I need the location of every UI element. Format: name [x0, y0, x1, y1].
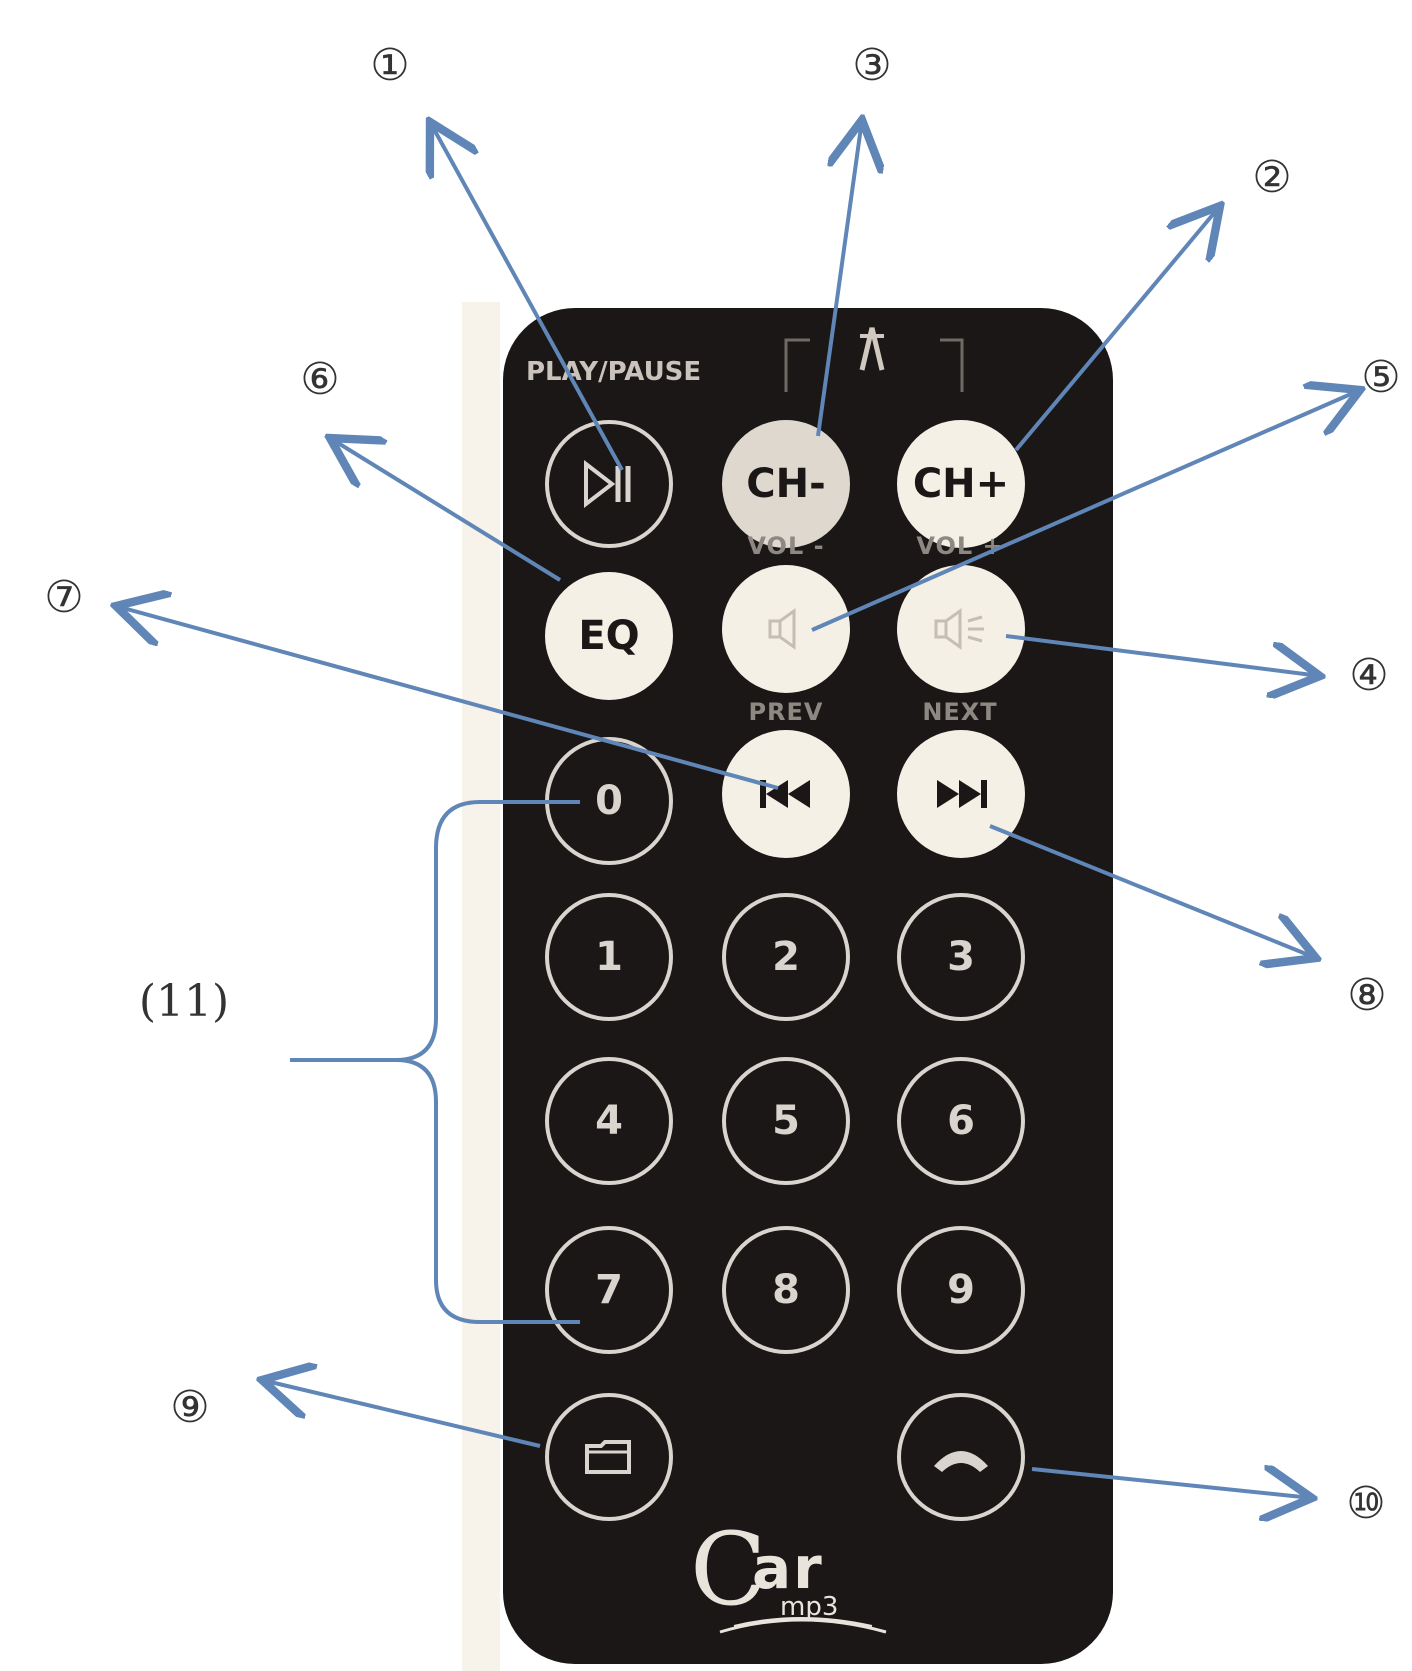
digit-6-button[interactable]: 6 [897, 1057, 1025, 1185]
vol-minus-caption: VOL - [747, 532, 825, 560]
digit-8-button[interactable]: 8 [722, 1226, 850, 1354]
arrow-5 [811, 390, 1360, 632]
brand-mp3: mp3 [780, 1592, 839, 1622]
folder-button[interactable] [545, 1393, 673, 1521]
callout-10: ⑩ [1346, 1478, 1386, 1529]
digit-7-button[interactable]: 7 [545, 1226, 673, 1354]
vol-plus-caption: VOL + [916, 532, 1004, 560]
digit-3-button[interactable]: 3 [897, 893, 1025, 1021]
arrow-1 [430, 122, 624, 471]
digit-9-button[interactable]: 9 [897, 1226, 1025, 1354]
play-pause-caption: PLAY/PAUSE [526, 357, 702, 387]
callout-1: ① [370, 40, 410, 91]
ch-minus-button[interactable]: CH- [722, 420, 850, 548]
next-button[interactable] [897, 730, 1025, 858]
callout-2: ② [1252, 152, 1292, 203]
callout-6: ⑥ [300, 354, 340, 405]
ch-plus-button[interactable]: CH+ [897, 420, 1025, 548]
volume-down-icon [768, 608, 796, 650]
arrow-10 [1031, 1469, 1312, 1498]
volume-up-icon [934, 608, 984, 650]
digit-1-button[interactable]: 1 [545, 893, 673, 1021]
hang-up-icon [934, 1451, 988, 1472]
digit-5-button[interactable]: 5 [722, 1057, 850, 1185]
play-pause-icon [584, 459, 631, 509]
prev-caption: PREV [748, 698, 824, 726]
arrow-8 [989, 824, 1316, 958]
arrow-2 [1014, 206, 1220, 452]
vol-plus-button[interactable] [897, 565, 1025, 693]
prev-button[interactable] [722, 730, 850, 858]
vol-minus-button[interactable] [722, 565, 850, 693]
folder-icon [585, 1440, 631, 1474]
car-mp3-logo: C ar mp3 [690, 1520, 910, 1640]
hang-up-button[interactable] [897, 1393, 1025, 1521]
brace-11 [290, 800, 580, 1324]
callout-5: ⑤ [1361, 352, 1401, 403]
callout-9: ⑨ [170, 1382, 210, 1433]
digit-2-button[interactable]: 2 [722, 893, 850, 1021]
callout-3: ③ [852, 40, 892, 91]
next-track-icon [937, 780, 987, 808]
arrow-9 [262, 1380, 541, 1448]
previous-track-icon [760, 780, 810, 808]
arrow-3 [816, 120, 862, 437]
brand-swoosh [719, 1617, 887, 1634]
callout-8: ⑧ [1347, 970, 1387, 1021]
arrow-7 [116, 606, 779, 790]
arrow-4 [1005, 634, 1320, 676]
play-pause-button[interactable] [545, 420, 673, 548]
brand-ar: ar [752, 1534, 824, 1602]
digit-4-button[interactable]: 4 [545, 1057, 673, 1185]
brand-c: C [690, 1511, 767, 1628]
eq-button[interactable]: EQ [545, 572, 673, 700]
callout-4: ④ [1349, 650, 1389, 701]
next-caption: NEXT [922, 698, 998, 726]
callout-7: ⑦ [44, 572, 84, 623]
callout-11: (11) [138, 976, 230, 1027]
arrow-6 [330, 438, 562, 582]
